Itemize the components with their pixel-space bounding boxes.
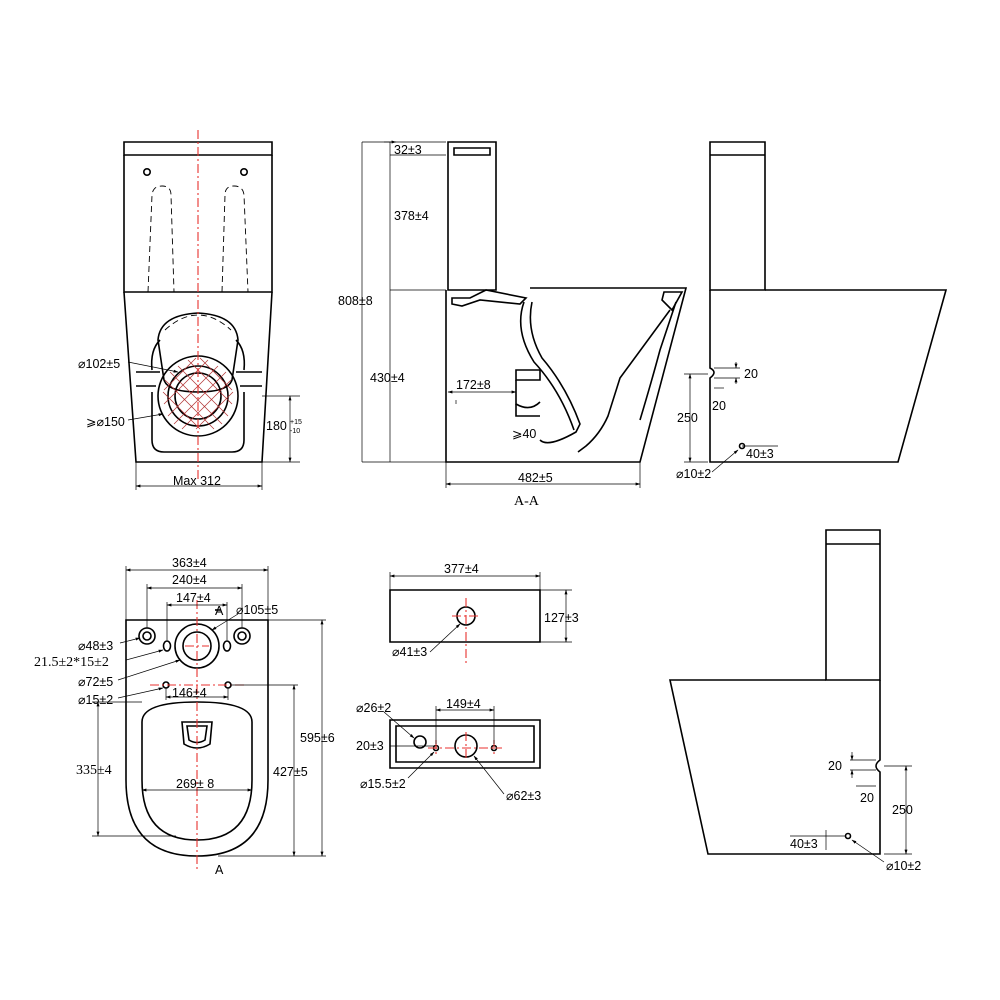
section-tank-label: 378±4: [394, 209, 429, 223]
section-outlet-height-label: 172±8: [456, 378, 491, 392]
tank-top-small-label: ⌀15.5±2: [360, 777, 406, 791]
section-view: 32±3 378±4 808±8 430±4 172±8 ⩾40 482±5 A…: [338, 140, 688, 509]
side-view-top: 20 20 250 40±3 ⌀10±2: [676, 141, 948, 481]
front-view: Max 312 ⌀102±5 ⩾⌀150 180 +15 -10: [78, 130, 302, 490]
side-bottom-hole-offset-label: 40±3: [790, 837, 818, 851]
top-section-marker: A: [215, 604, 224, 618]
top-bolt-spacing-label: 147±4: [176, 591, 211, 605]
top-fix-hole-label: ⌀48±3: [78, 639, 113, 653]
section-caption: A-A: [514, 494, 540, 509]
tank-top-edge-label: 20±3: [356, 739, 384, 753]
section-tank: [447, 141, 497, 291]
section-bowl-label: 430±4: [370, 371, 405, 385]
top-slot-label: 21.5±2*15±2: [34, 655, 109, 670]
top-outlet-dia-label: ⌀72±5: [78, 675, 113, 689]
side-bottom-tank: [825, 529, 881, 681]
section-lid-label: 32±3: [394, 143, 422, 157]
side-top-tank: [709, 141, 766, 291]
top-section-marker-bottom: A: [215, 863, 224, 877]
side-bottom-bowl: [669, 679, 881, 855]
side-top-notch-a-label: 20: [744, 367, 758, 381]
top-seat-width-label: 269± 8: [176, 777, 214, 791]
front-pipe-dia-label: ⌀102±5: [78, 357, 120, 371]
front-bowl: [123, 291, 273, 463]
side-view-bottom: 20 20 250 40±3 ⌀10±2: [669, 529, 921, 873]
tank-top-big-label: ⌀62±3: [506, 789, 541, 803]
top-fix-hole-left: [138, 627, 156, 645]
section-total-height-label: 808±8: [338, 294, 373, 308]
side-top-notch-b-label: 20: [712, 399, 726, 413]
tank-top-hole-a: [413, 735, 427, 749]
front-pipe-height-minus: -10: [290, 428, 300, 435]
tank-top-body: [389, 719, 541, 769]
top-overall-width-label: 363±4: [172, 556, 207, 570]
section-outlet-min-label: ⩾40: [512, 427, 536, 441]
side-top-bowl: [709, 289, 948, 463]
top-depth-right-inner-label: 427±5: [273, 765, 308, 779]
top-fix-hole-right: [233, 627, 251, 645]
section-bowl: [445, 287, 688, 463]
front-outlet-pipe: [174, 372, 222, 420]
side-bottom-height-label: 250: [892, 803, 913, 817]
side-top-hole-offset-label: 40±3: [746, 447, 774, 461]
side-bottom-notch-b-label: 20: [860, 791, 874, 805]
top-depth-right-outer-label: 595±6: [300, 731, 335, 745]
tank-top-hole-a-label: ⌀26±2: [356, 701, 391, 715]
tank-side-view: 377±4 127±3 ⌀41±3: [389, 562, 579, 664]
side-bottom-notch-a-label: 20: [828, 759, 842, 773]
front-bowl-rim: [157, 312, 239, 393]
front-pipe-height-plus: +15: [290, 419, 302, 426]
top-fix-spacing-label: 240±4: [172, 573, 207, 587]
front-width-label: Max 312: [173, 474, 221, 488]
side-bottom-hole-dia-label: ⌀10±2: [886, 859, 921, 873]
front-pipe-height-label: 180: [266, 419, 287, 433]
top-small-hole-label: ⌀15±2: [78, 693, 113, 707]
tank-top-spacing-label: 149±4: [446, 697, 481, 711]
section-depth-label: 482±5: [518, 471, 553, 485]
tank-side-height-label: 127±3: [544, 611, 579, 625]
front-cover-label: ⩾⌀150: [86, 415, 125, 429]
tank-top-view: 149±4 ⌀26±2 20±3 ⌀15.5±2 ⌀62±3: [356, 697, 541, 803]
tank-side-width-label: 377±4: [444, 562, 479, 576]
tank-side-hole-label: ⌀41±3: [392, 645, 427, 659]
top-small-spacing-label: 146±4: [172, 686, 207, 700]
top-depth-left-label: 335±4: [76, 763, 112, 778]
side-top-height-label: 250: [677, 411, 698, 425]
side-top-hole-dia-label: ⌀10±2: [676, 467, 711, 481]
top-inlet-dia-label: ⌀105±5: [236, 603, 278, 617]
top-view: A A 363±4 240±4 147±4 ⌀105±5 ⌀48±3 21.5±…: [34, 556, 335, 877]
